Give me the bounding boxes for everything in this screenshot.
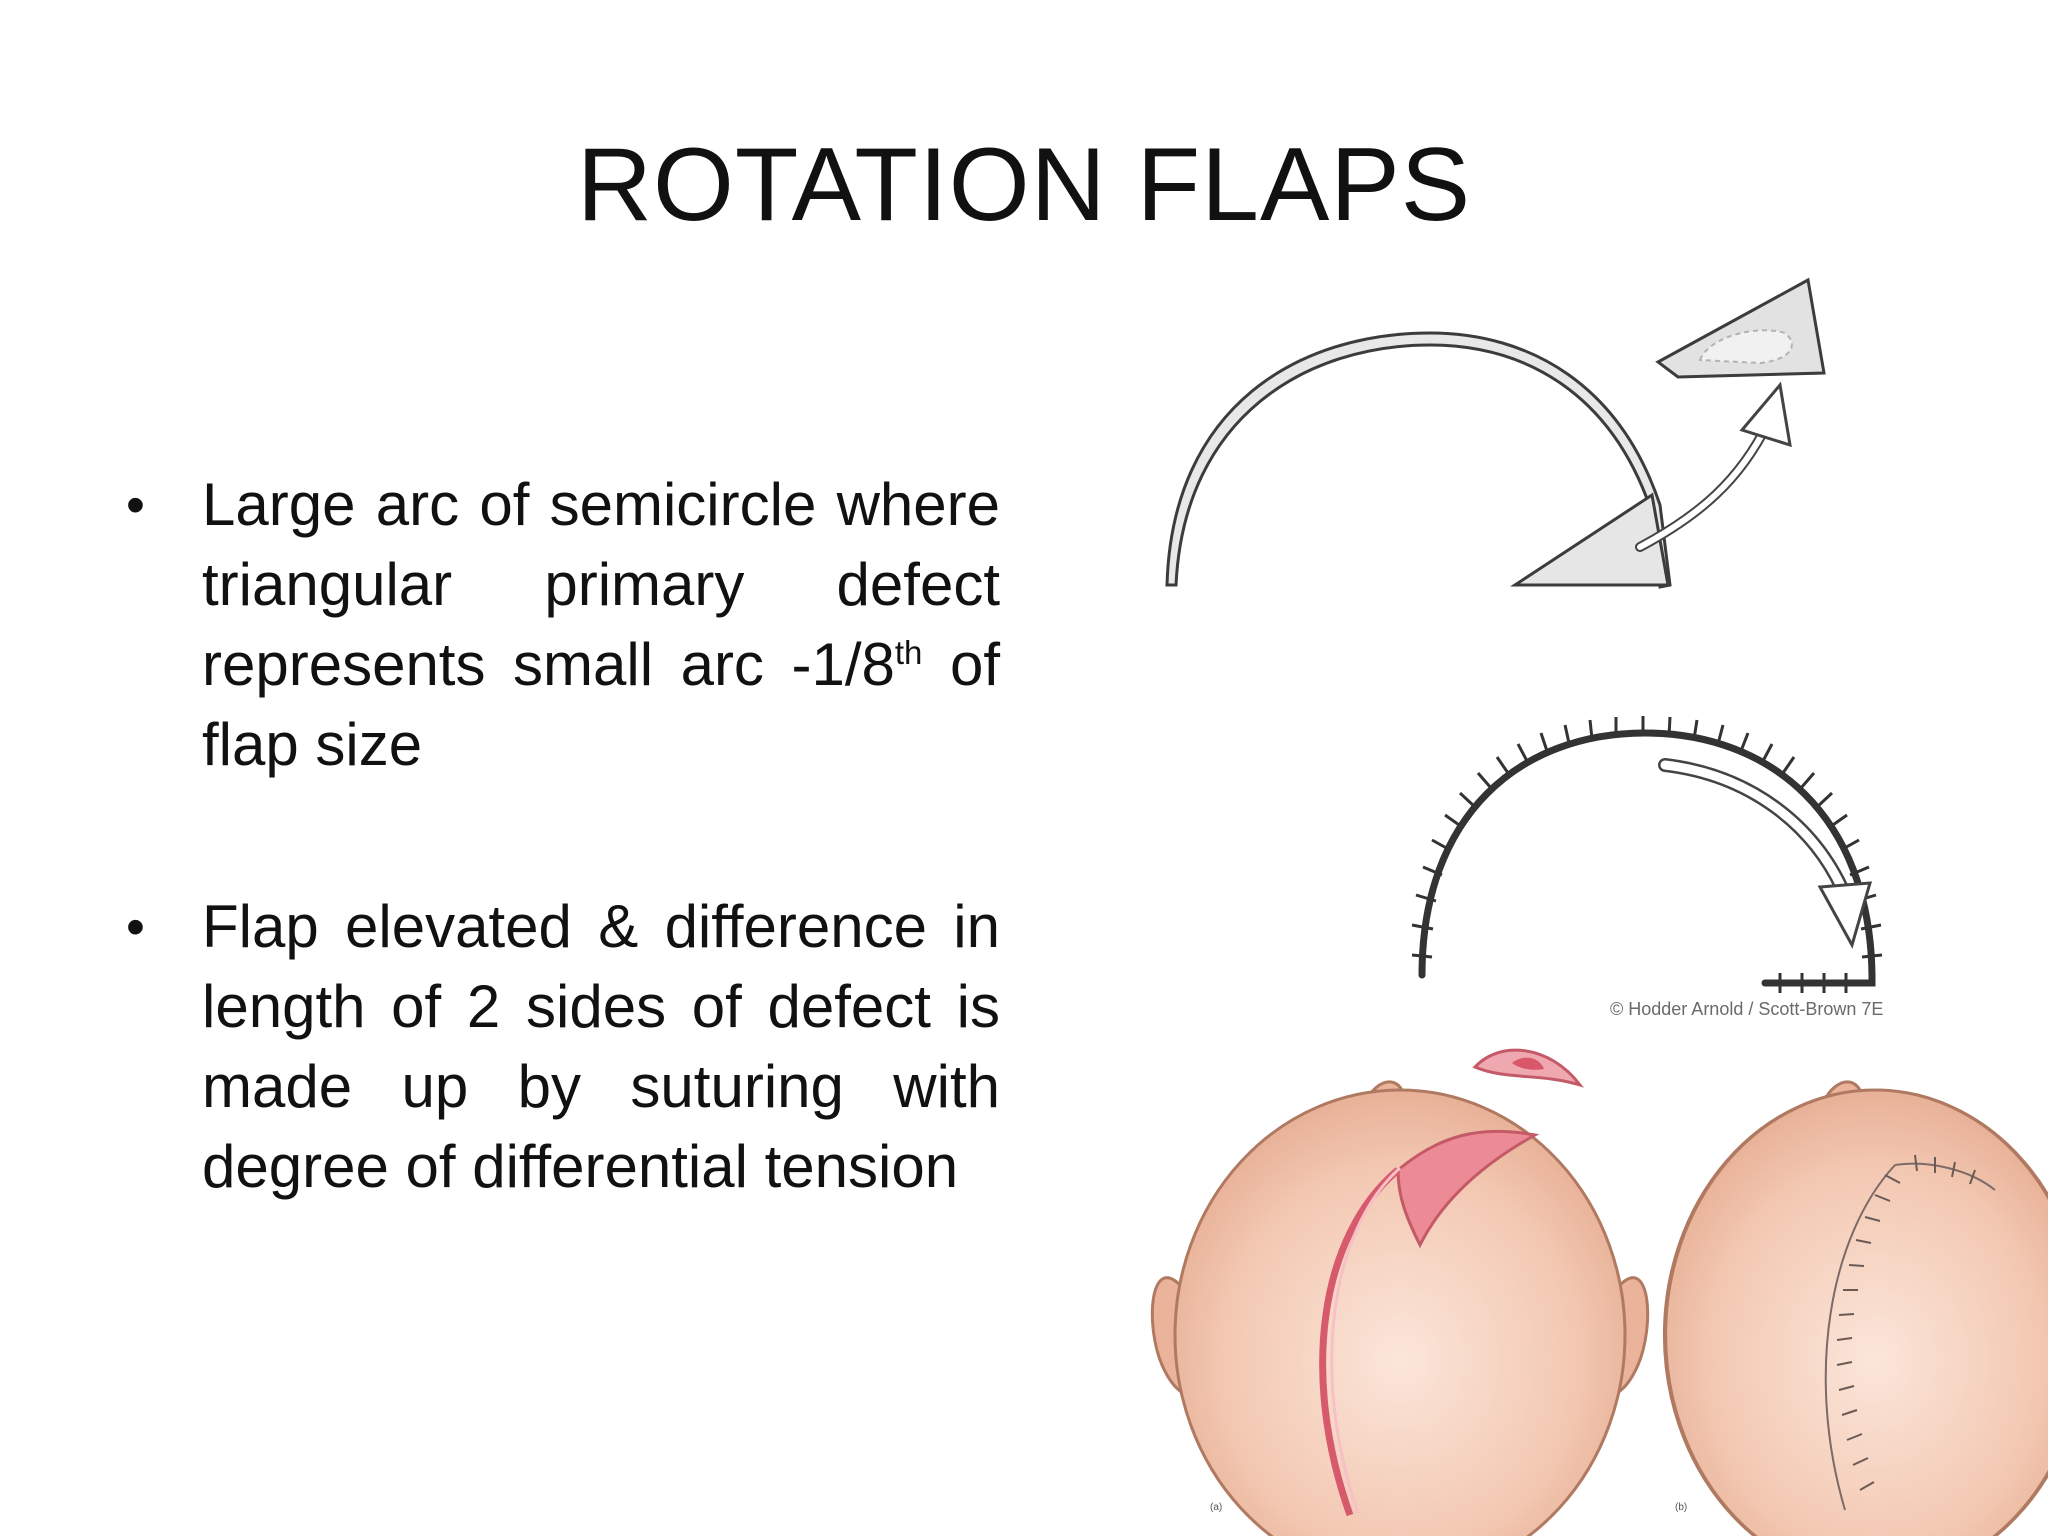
image-credit: © Hodder Arnold / Scott-Brown 7E	[1610, 999, 1883, 1019]
bullet-text: Flap elevated & difference in length of …	[202, 893, 1000, 1200]
head-illustration-b: (b)	[1662, 1080, 2048, 1536]
bullet-item-flap: • Flap elevated & difference in length o…	[120, 887, 1000, 1207]
bullet-text-tail: of flap size	[202, 631, 1000, 778]
suture-ticks	[1411, 716, 1883, 993]
panel-label-a: (a)	[1210, 1502, 1222, 1513]
bullet-superscript: th	[894, 634, 923, 671]
bullet-text: Large arc of semicircle where triangular…	[202, 471, 1000, 698]
sutured-arc-diagram: © Hodder Arnold / Scott-Brown 7E	[1411, 716, 1883, 1019]
panel-label-b: (b)	[1675, 1502, 1687, 1513]
head-illustration-a: (a)	[1150, 1048, 1650, 1536]
bullet-item-arc: • Large arc of semicircle where triangul…	[120, 465, 1000, 785]
rotation-flap-illustration: © Hodder Arnold / Scott-Brown 7E (a)	[1140, 255, 2048, 1536]
bullet-marker: •	[126, 897, 145, 957]
slide-title: ROTATION FLAPS	[576, 127, 1472, 243]
bullet-list: • Large arc of semicircle where triangul…	[120, 465, 1000, 1207]
bullet-marker: •	[126, 475, 145, 535]
head-b-suture-ticks	[1836, 1154, 1976, 1491]
flap-incision-diagram	[1165, 277, 1826, 589]
illustration-svg: © Hodder Arnold / Scott-Brown 7E (a)	[1150, 277, 2048, 1536]
